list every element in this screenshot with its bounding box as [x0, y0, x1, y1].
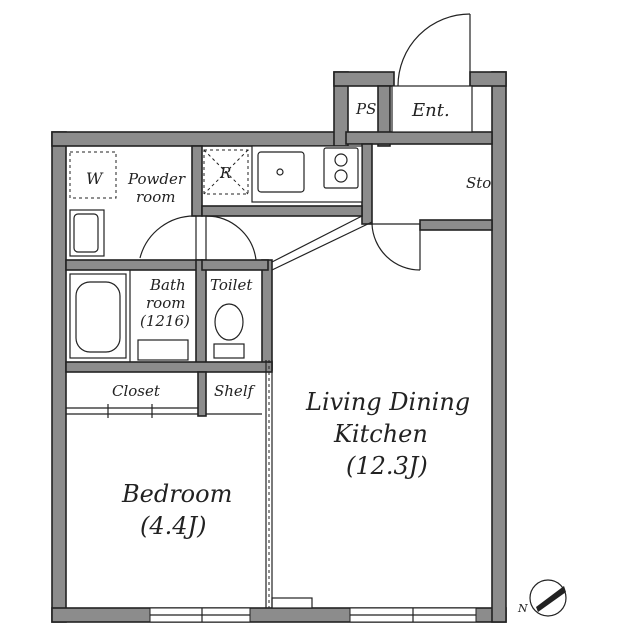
room-labels: PS Ent. Sto W Powder room R Bath room (1… — [86, 100, 491, 540]
label-sto: Sto — [466, 174, 491, 192]
bottom-windows — [149, 607, 477, 623]
label-bath-size: (1216) — [140, 312, 190, 330]
closet-doors — [66, 404, 262, 418]
interior-walls — [65, 85, 493, 609]
label-powder-2: room — [136, 188, 175, 206]
stove-icon — [323, 147, 359, 189]
label-w: W — [86, 169, 104, 188]
label-bath-2: room — [146, 294, 185, 312]
label-bedroom-size: (4.4J) — [140, 512, 207, 540]
compass-icon: N — [517, 579, 567, 617]
label-ent: Ent. — [411, 100, 450, 121]
label-ldk-1: Living Dining — [305, 388, 470, 416]
label-ps: PS — [355, 100, 376, 118]
diagonal-wall — [271, 215, 373, 271]
label-powder-1: Powder — [127, 170, 186, 188]
label-ldk-size: (12.3J) — [346, 452, 428, 480]
label-bath-1: Bath — [149, 276, 186, 294]
label-bedroom-1: Bedroom — [121, 480, 232, 508]
label-shelf: Shelf — [214, 382, 256, 400]
refrigerator-icon — [203, 149, 249, 195]
washer-icon — [69, 151, 117, 199]
compass-north-letter: N — [517, 602, 528, 615]
toilet-icon — [213, 303, 245, 359]
washbasin-icon — [69, 209, 105, 257]
label-toilet: Toilet — [210, 276, 253, 294]
storage-door — [371, 223, 421, 271]
sliding-door-bedroom — [265, 360, 273, 608]
toilet-door — [205, 215, 257, 261]
bathtub-icon — [69, 273, 127, 359]
label-ldk-2: Kitchen — [333, 420, 428, 448]
powder-door — [139, 215, 197, 260]
label-r: R — [219, 164, 231, 182]
bath-sink-icon — [137, 339, 189, 361]
entrance-door — [391, 13, 473, 133]
label-closet: Closet — [112, 382, 161, 400]
